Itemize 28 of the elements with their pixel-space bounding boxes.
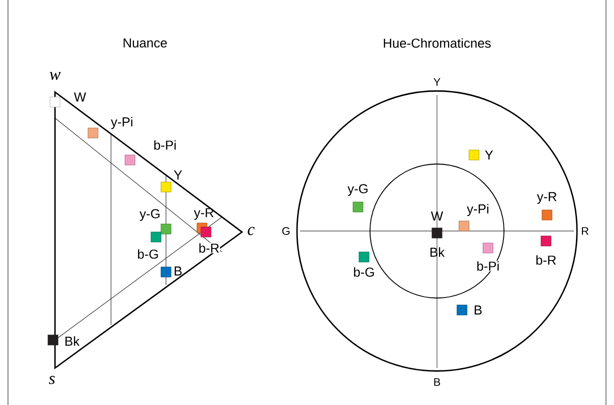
color-label: b-G: [354, 267, 374, 277]
color-label: y-Pi: [466, 204, 488, 216]
color-label: W: [430, 212, 444, 220]
color-label: W: [74, 92, 86, 102]
color-label: y-R: [536, 192, 556, 204]
color-label: b-G: [138, 249, 158, 259]
vertex-label: w: [50, 72, 61, 80]
color-label: y-G: [348, 184, 368, 196]
color-label: y-G: [140, 209, 160, 221]
panel-title: Nuance: [124, 38, 167, 48]
color-label: Bk: [430, 247, 445, 257]
color-label: b-R: [198, 242, 220, 254]
color-label: b-Pi: [154, 140, 176, 150]
color-label: b-Pi: [476, 260, 500, 272]
color-label: Y: [174, 170, 182, 180]
panel-title: Hue-Chromaticnes: [384, 38, 491, 48]
axis-label: R: [580, 226, 590, 236]
color-label: B: [174, 266, 182, 276]
axis-label: Y: [432, 77, 442, 87]
vertex-label: s: [48, 376, 55, 384]
color-label: B: [474, 306, 482, 314]
axis-label: G: [280, 226, 292, 236]
axis-label: B: [432, 377, 442, 387]
vertex-label: c: [248, 226, 255, 236]
color-label: b-R: [536, 255, 556, 265]
color-label: Y: [484, 150, 494, 160]
color-label: y-Pi: [110, 116, 132, 130]
color-label: Bk: [65, 336, 80, 346]
